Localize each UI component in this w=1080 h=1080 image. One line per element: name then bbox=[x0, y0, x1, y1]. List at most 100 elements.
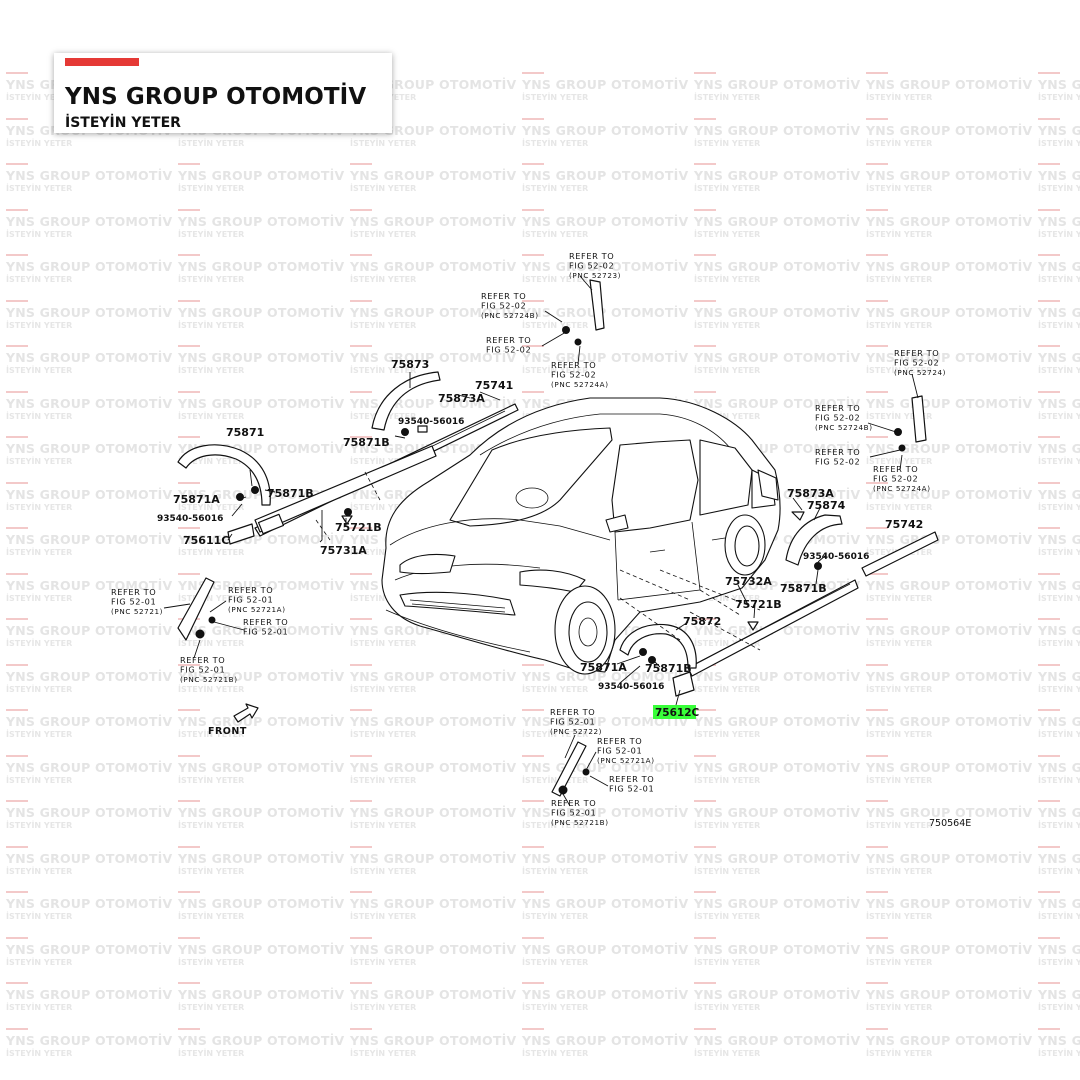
reference-callout-text: REFER TO bbox=[609, 774, 654, 784]
part-label: 75731A bbox=[320, 544, 367, 557]
fender-molding-front-right bbox=[551, 741, 587, 797]
highlighted-part-callout: 75612C bbox=[653, 689, 700, 719]
reference-callout-text: (PNC 52721A) bbox=[228, 605, 286, 614]
fender-molding-front-left bbox=[177, 577, 215, 641]
highlight-marker bbox=[653, 705, 696, 719]
reference-callout-text: REFER TO bbox=[550, 707, 595, 717]
reference-callout-text: REFER TO bbox=[228, 585, 273, 595]
part-label: 75871B bbox=[780, 582, 827, 595]
reference-callout-text: REFER TO bbox=[481, 291, 526, 301]
reference-callout-text: REFER TO bbox=[243, 617, 288, 627]
leader-lines bbox=[163, 275, 919, 807]
reference-callout-text: FIG 52-01 bbox=[597, 746, 642, 756]
reference-callout-text: (PNC 52721A) bbox=[597, 756, 655, 765]
reference-callout-text: REFER TO bbox=[873, 464, 918, 474]
guide-lines bbox=[315, 471, 761, 651]
reference-callout-text: FIG 52-02 bbox=[873, 474, 918, 484]
part-label: 75732A bbox=[725, 575, 772, 588]
garnish-75731A bbox=[254, 445, 437, 533]
front-arch-molding-75871 bbox=[177, 444, 271, 506]
reference-callout-text: REFER TO bbox=[597, 736, 642, 746]
reference-callout-text: FIG 52-01 bbox=[551, 808, 596, 818]
reference-callout-text: (PNC 52721) bbox=[111, 607, 163, 616]
reference-callout-text: FIG 52-01 bbox=[609, 784, 654, 794]
clip-icon bbox=[401, 428, 409, 436]
part-label: 75873 bbox=[391, 358, 429, 371]
part-label: 75873A bbox=[787, 487, 834, 500]
front-direction-arrow-icon bbox=[233, 703, 259, 723]
reference-callout-text: REFER TO bbox=[180, 655, 225, 665]
reference-callout-text: FIG 52-02 bbox=[815, 457, 860, 467]
reference-callout-text: (PNC 52721B) bbox=[180, 675, 238, 684]
reference-callout-text: REFER TO bbox=[569, 251, 614, 261]
right-side-parts bbox=[551, 395, 939, 797]
part-label: 75874 bbox=[807, 499, 846, 512]
reference-callout-text: REFER TO bbox=[815, 403, 860, 413]
part-label: 75871A bbox=[580, 661, 627, 674]
part-label: 75873A bbox=[438, 392, 485, 405]
pillar-molding-rear-left bbox=[589, 279, 605, 331]
reference-callout-text: REFER TO bbox=[551, 798, 596, 808]
part-label: 75741 bbox=[475, 379, 513, 392]
brand-logo-box: YNS GROUP OTOMOTİV İSTEYİN YETER bbox=[54, 53, 392, 133]
reference-callout-text: (PNC 52724A) bbox=[551, 380, 609, 389]
part-label: 93540-56016 bbox=[398, 417, 464, 427]
reference-callout-text: (PNC 52724) bbox=[894, 368, 946, 377]
reference-callout-text: FIG 52-02 bbox=[815, 413, 860, 423]
part-labels: 75873 75873A 75741 93540-56016 75871B 75… bbox=[157, 358, 923, 692]
reference-callout-text: (PNC 52724B) bbox=[481, 311, 539, 320]
part-label: 75871B bbox=[343, 436, 390, 449]
part-label: 93540-56016 bbox=[598, 682, 664, 692]
reference-callout-text: FIG 52-01 bbox=[180, 665, 225, 675]
reference-callout-text: REFER TO bbox=[111, 587, 156, 597]
reference-callout-text: (PNC 52723) bbox=[569, 271, 621, 280]
brand-accent-bar bbox=[65, 58, 139, 66]
reference-callout-text: FIG 52-02 bbox=[486, 345, 531, 355]
reference-callout-text: REFER TO bbox=[894, 348, 939, 358]
brand-name: YNS GROUP OTOMOTİV bbox=[65, 84, 367, 110]
reference-callout-text: FIG 52-02 bbox=[569, 261, 614, 271]
pillar-molding-rear-right bbox=[911, 395, 927, 443]
clip-icon bbox=[251, 486, 259, 494]
clip-icon bbox=[344, 508, 352, 516]
reference-callout-text: (PNC 52721B) bbox=[551, 818, 609, 827]
reference-callout-text: FIG 52-02 bbox=[894, 358, 939, 368]
reference-callout-text: FIG 52-02 bbox=[551, 370, 596, 380]
part-label: 93540-56016 bbox=[157, 514, 223, 524]
part-label: 75871B bbox=[645, 662, 692, 675]
rear-arch-molding-75874 bbox=[785, 514, 843, 566]
reference-callout-text: FIG 52-02 bbox=[481, 301, 526, 311]
reference-callout-text: REFER TO bbox=[486, 335, 531, 345]
reference-callout-text: FIG 52-01 bbox=[111, 597, 156, 607]
drawing-code: 750564E bbox=[929, 818, 971, 829]
reference-callout-text: REFER TO bbox=[551, 360, 596, 370]
reference-callout-text: REFER TO bbox=[815, 447, 860, 457]
reference-callout-text: (PNC 52722) bbox=[550, 727, 602, 736]
part-label: 75871B bbox=[267, 487, 314, 500]
rear-arch-molding-75873 bbox=[371, 371, 441, 431]
part-label: 75871A bbox=[173, 493, 220, 506]
reference-callout-text: FIG 52-01 bbox=[550, 717, 595, 727]
car-illustration bbox=[381, 397, 781, 675]
part-label: 75871 bbox=[226, 426, 264, 439]
end-cap-75611C bbox=[227, 523, 255, 545]
part-label: 75872 bbox=[683, 615, 721, 628]
brand-slogan: İSTEYİN YETER bbox=[65, 115, 181, 131]
part-label: 75721B bbox=[335, 521, 382, 534]
reference-callout-text: (PNC 52724A) bbox=[873, 484, 931, 493]
reference-callout-text: FIG 52-01 bbox=[228, 595, 273, 605]
part-label: 75742 bbox=[885, 518, 923, 531]
reference-callout-text: (PNC 52724B) bbox=[815, 423, 873, 432]
rocker-molding-75742 bbox=[861, 531, 939, 577]
front-arch-molding-75872 bbox=[619, 623, 697, 669]
highlighted-part-label: 75612C bbox=[655, 707, 700, 719]
part-label: 93540-56016 bbox=[803, 552, 869, 562]
part-label: 75611C bbox=[183, 534, 229, 547]
end-cap-75612C bbox=[672, 671, 695, 697]
reference-callout-text: FIG 52-01 bbox=[243, 627, 288, 637]
part-label: 75721B bbox=[735, 598, 782, 611]
left-side-parts bbox=[177, 279, 605, 723]
